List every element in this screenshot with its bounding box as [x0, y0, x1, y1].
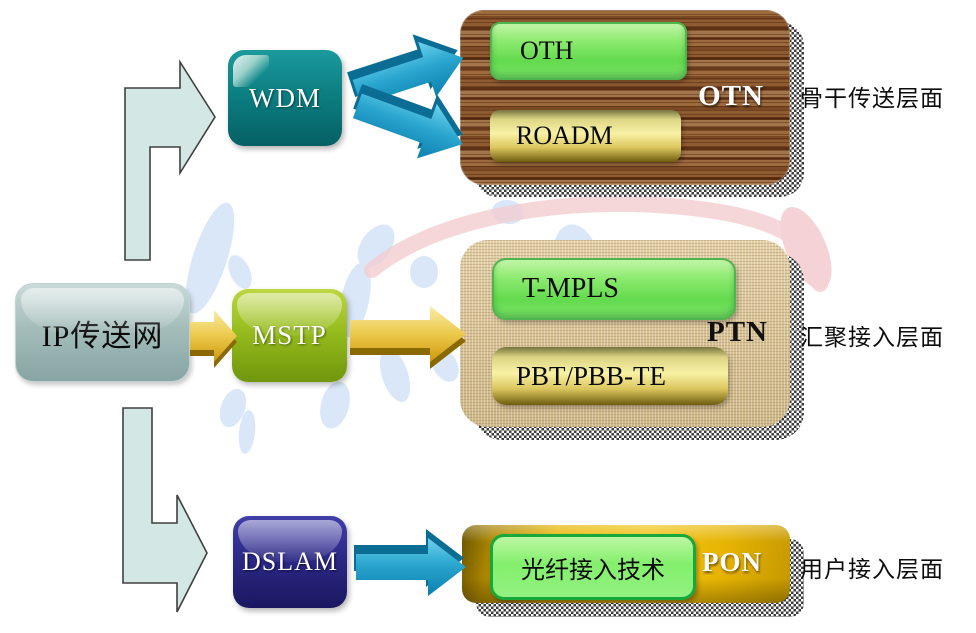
ip-transport-label: IP传送网: [41, 319, 164, 353]
blue-arrow-wdm-to-oth-icon: [347, 34, 464, 105]
oth-chip: OTH: [490, 22, 687, 80]
pbt-chip: PBT/PBB-TE: [492, 347, 728, 405]
backbone-layer-label: 骨干传送层面: [800, 85, 944, 111]
gold-arrow-mstp-to-ptn-icon: [350, 306, 466, 369]
ip-transport-source-node: IP传送网: [15, 283, 190, 382]
ptn-tag: PTN: [707, 316, 768, 348]
oth-label: OTH: [520, 36, 574, 65]
pon-tag: PON: [702, 547, 762, 577]
roadm-label: ROADM: [516, 121, 613, 150]
wdm-corner-highlight: [233, 55, 269, 87]
wdm-node: WDM: [228, 50, 342, 146]
blue-arrow-dslam-to-pon-icon: [354, 529, 466, 596]
blue-arrow-wdm-to-roadm-icon: [352, 84, 463, 159]
ptn-panel: T-MPLS PBT/PBB-TE PTN: [460, 240, 790, 427]
dslam-label: DSLAM: [241, 547, 338, 576]
otn-tag: OTN: [698, 80, 764, 112]
gold-arrow-ip-to-mstp-icon: [190, 310, 237, 368]
tmpls-chip: T-MPLS: [492, 258, 736, 320]
pon-panel: 光纤接入技术 PON: [462, 525, 790, 603]
user-layer-label: 用户接入层面: [800, 556, 944, 582]
fiber-access-label: 光纤接入技术: [521, 557, 665, 584]
wdm-label: WDM: [249, 82, 321, 113]
mstp-node: MSTP: [232, 289, 347, 382]
otn-panel: OTH ROADM OTN: [460, 10, 790, 185]
roadm-chip: ROADM: [490, 110, 681, 162]
pbt-label: PBT/PBB-TE: [516, 360, 667, 391]
tmpls-label: T-MPLS: [522, 273, 620, 304]
dslam-node: DSLAM: [233, 516, 347, 608]
bent-arrow-down-icon: [122, 407, 208, 613]
bent-arrow-up-icon: [124, 59, 216, 261]
mstp-label: MSTP: [252, 320, 327, 350]
fiber-access-chip: 光纤接入技术: [490, 534, 696, 600]
aggregation-layer-label: 汇聚接入层面: [800, 324, 944, 350]
